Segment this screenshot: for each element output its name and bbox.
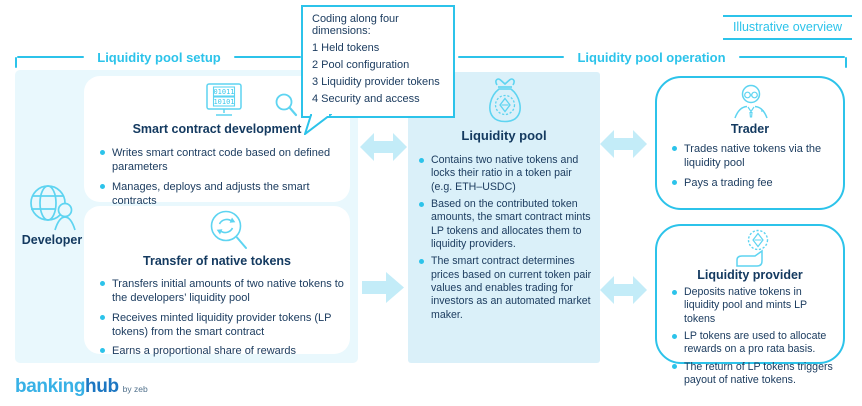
bullet-text: Receives minted liquidity provider token… xyxy=(112,311,332,338)
bullet-text: LP tokens are used to allocate rewards o… xyxy=(684,330,827,356)
trader-title: Trader xyxy=(730,122,770,136)
bullet-item: Receives minted liquidity provider token… xyxy=(100,311,344,340)
transfer-title: Transfer of native tokens xyxy=(143,254,291,268)
bracket-right-tick xyxy=(845,56,848,68)
bullet-dot xyxy=(100,314,105,320)
bullet-item: Earns a proportional share of rewards xyxy=(100,344,344,358)
pool-title: Liquidity pool xyxy=(461,128,547,143)
operation-section-label: Liquidity pool operation xyxy=(577,49,726,65)
operation-bracket: Liquidity pool operation xyxy=(458,48,848,68)
logo-brand-dark: hub xyxy=(85,376,119,397)
bullet-dot xyxy=(100,281,105,286)
bracket-left-tick xyxy=(15,56,17,68)
bullet-text: The smart contract determines prices bas… xyxy=(431,255,592,321)
bullet-item: The smart contract determines prices bas… xyxy=(419,255,595,322)
setup-bracket: Liquidity pool setup xyxy=(15,48,301,68)
liquidity-provider-card: Liquidity provider Deposits native token… xyxy=(655,224,845,386)
bullet-item: Based on the contributed token amounts, … xyxy=(419,198,595,251)
right-arrow-icon xyxy=(362,272,404,303)
bracket-line xyxy=(17,56,85,58)
bullet-dot xyxy=(419,258,424,264)
bullet-dot xyxy=(672,179,677,185)
provider-title: Liquidity provider xyxy=(697,268,803,282)
hand-coin-icon xyxy=(736,229,769,267)
bullet-dot xyxy=(100,348,105,354)
double-arrow-icon xyxy=(600,276,647,304)
bullet-dot xyxy=(672,333,677,339)
bullet-dot xyxy=(672,289,677,295)
bullet-item: Transfers initial amounts of two native … xyxy=(100,277,344,306)
provider-bullets: Deposits native tokens in liquidity pool… xyxy=(672,286,837,391)
overview-top-rule xyxy=(723,15,852,17)
binary-monitor-icon: 01011 10101 xyxy=(206,83,242,116)
bracket-line xyxy=(233,56,301,58)
bullet-text: Pays a trading fee xyxy=(684,176,773,189)
transfer-bullets: Transfers initial amounts of two native … xyxy=(100,277,344,363)
bullet-text: Manages, deploys and adjusts the smart c… xyxy=(112,180,310,207)
trader-bullets: Trades native tokens via the liquidity p… xyxy=(672,142,835,195)
bullet-text: The return of LP tokens triggers payout … xyxy=(684,360,833,387)
bullet-dot xyxy=(672,364,677,370)
illustrative-overview-tag: Illustrative overview xyxy=(723,15,852,40)
binary-row: 10101 xyxy=(213,98,234,106)
bullet-dot xyxy=(100,150,105,155)
bullet-dot xyxy=(672,146,677,151)
overview-label: Illustrative overview xyxy=(732,20,843,34)
binary-row: 01011 xyxy=(213,88,234,96)
double-arrow-icon xyxy=(600,130,647,158)
bullet-text: Earns a proportional share of rewards xyxy=(112,345,297,358)
globe-developer-icon xyxy=(30,185,76,231)
smart-contract-bullets: Writes smart contract code based on defi… xyxy=(100,146,342,213)
bullet-item: Manages, deploys and adjusts the smart c… xyxy=(100,180,342,209)
refresh-magnifier-icon xyxy=(210,210,247,249)
bullet-text: Deposits native tokens in liquidity pool… xyxy=(684,286,807,325)
bullet-item: Trades native tokens via the liquidity p… xyxy=(672,142,835,171)
bullet-item: Deposits native tokens in liquidity pool… xyxy=(672,286,837,326)
callout-item: 2 Pool configuration xyxy=(312,59,410,72)
transfer-card: Transfer of native tokens Transfers init… xyxy=(84,206,350,357)
bullet-dot xyxy=(100,183,105,189)
callout-item: 3 Liquidity provider tokens xyxy=(312,76,440,89)
bullet-text: Transfers initial amounts of two native … xyxy=(112,278,344,305)
bracket-line xyxy=(738,56,846,58)
bullet-dot xyxy=(419,157,424,163)
coding-dimensions-callout: Coding along four dimensions: 1 Held tok… xyxy=(301,5,455,135)
bullet-text: Contains two native tokens and locks the… xyxy=(431,154,579,193)
logo-brand-light: banking xyxy=(15,376,86,397)
bullet-text: Writes smart contract code based on defi… xyxy=(112,147,331,174)
bullet-item: Contains two native tokens and locks the… xyxy=(419,154,595,194)
magnifier-icon xyxy=(275,93,298,117)
callout-item: 4 Security and access xyxy=(312,93,420,106)
trader-person-icon xyxy=(734,84,768,119)
smart-contract-card: 01011 10101 Smart contract development W… xyxy=(84,76,350,207)
double-arrow-icon xyxy=(360,133,407,161)
bullet-text: Trades native tokens via the liquidity p… xyxy=(684,143,822,170)
overview-bottom-rule xyxy=(723,38,852,40)
bullet-item: The return of LP tokens triggers payout … xyxy=(672,361,837,388)
bullet-item: Pays a trading fee xyxy=(672,176,835,190)
callout-item: 1 Held tokens xyxy=(312,42,380,54)
bracket-line xyxy=(458,56,565,58)
bullet-item: LP tokens are used to allocate rewards o… xyxy=(672,330,837,357)
callout-tail xyxy=(304,113,332,135)
bullet-dot xyxy=(419,201,424,207)
smart-contract-title: Smart contract development xyxy=(132,122,302,136)
developer-label: Developer xyxy=(21,233,83,247)
setup-section-label: Liquidity pool setup xyxy=(97,49,221,65)
callout-title: Coding along four dimensions: xyxy=(312,13,399,37)
trader-card: Trader Trades native tokens via the liqu… xyxy=(655,76,845,210)
logo-byline: by zeb xyxy=(122,384,148,394)
liquidity-pool-panel: Liquidity pool Contains two native token… xyxy=(408,72,600,363)
pool-bullets: Contains two native tokens and locks the… xyxy=(419,154,595,326)
bullet-item: Writes smart contract code based on defi… xyxy=(100,146,342,175)
bullet-text: Based on the contributed token amounts, … xyxy=(431,198,591,251)
money-bag-coin-icon xyxy=(489,78,521,123)
